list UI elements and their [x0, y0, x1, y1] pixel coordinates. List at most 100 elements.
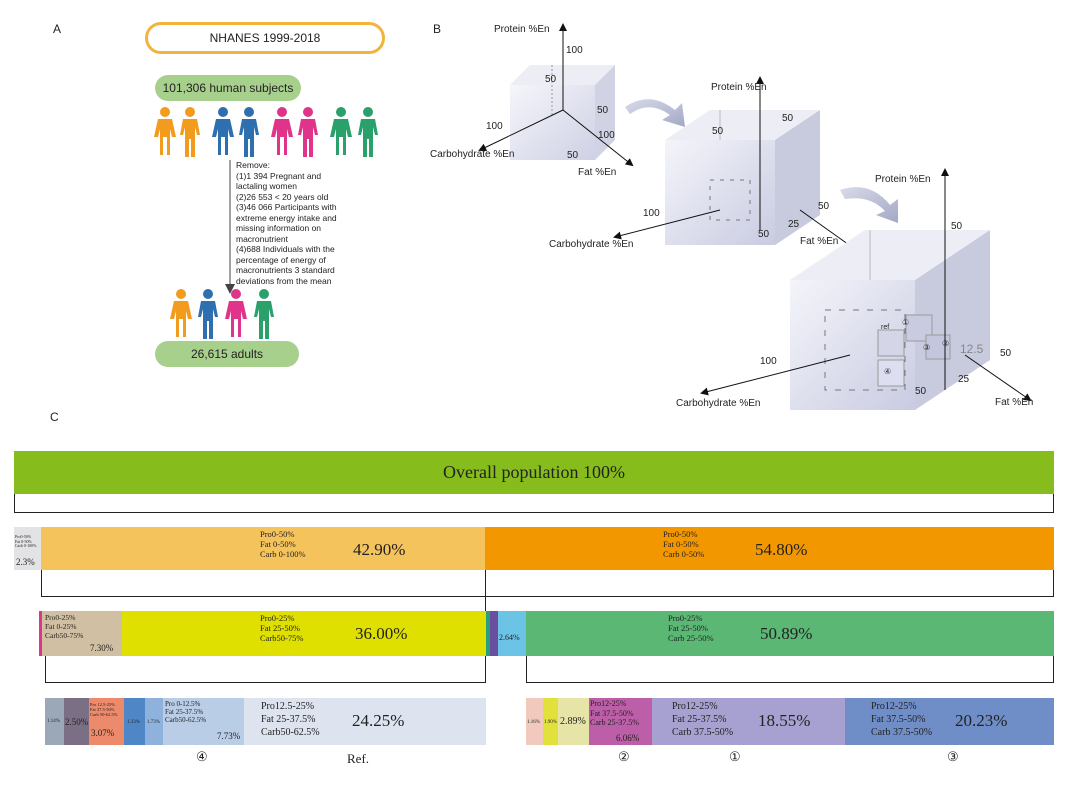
group-4-label: ④ — [196, 749, 208, 764]
cube-diagram — [478, 23, 1032, 410]
row3-seg-g — [526, 698, 543, 745]
connector-line — [14, 494, 15, 512]
exclusion-line: extreme energy intake and — [236, 212, 337, 223]
fat-axis-label: Fat %En — [578, 167, 617, 178]
row3-seg-a-pct: 1.14% — [47, 719, 60, 724]
row2-sliver-b — [490, 611, 498, 656]
row3-seg-f — [163, 698, 244, 745]
row3-seg-k-text: Pro12-25%Fat 25-37.5%Carb 37.5-50% — [672, 701, 734, 738]
large-cube — [790, 230, 990, 410]
person-icon — [180, 107, 200, 157]
cell-label-1: ① — [902, 318, 910, 327]
person-icon — [154, 107, 176, 155]
connector-line — [41, 596, 1054, 597]
row2-leftsmall-text: Pro0-25%Fat 0-25%Carb50-75% — [45, 613, 84, 640]
connector-line — [526, 682, 1054, 683]
row2-right-text: Pro0-25%Fat 25-50%Carb 25-50% — [668, 613, 714, 643]
row3-seg-h-pct: 1.90% — [544, 720, 557, 725]
row1-right-segment — [485, 527, 1054, 570]
medium-cube — [665, 110, 820, 245]
connector-line — [41, 570, 42, 596]
row3-seg-i-pct: 2.89% — [560, 716, 586, 727]
exclusion-line: (4)688 Individuals with the — [236, 244, 335, 254]
row3-seg-c — [89, 698, 124, 745]
connector-line — [1053, 570, 1054, 596]
row3-seg-d-pct: 1.33% — [127, 720, 140, 725]
row3-seg-j-pct: 6.06% — [616, 733, 640, 743]
fat-axis-label: Fat %En — [800, 236, 839, 247]
tick-label: 50 — [712, 126, 724, 137]
row3-seg-k — [652, 698, 845, 745]
row3-seg-l-pct: 20.23% — [955, 711, 1008, 730]
panel-c-letter: C — [50, 410, 59, 424]
exclusion-line: missing information on — [236, 223, 322, 233]
row3-seg-l-text: Pro12-25%Fat 37.5-50%Carb 37.5-50% — [871, 701, 933, 738]
connector-line — [1053, 656, 1054, 682]
flow-arrow — [225, 160, 235, 294]
row3-seg-f-pct: 7.73% — [217, 731, 241, 741]
row3-seg-b — [64, 698, 89, 745]
row2-left-text: Pro0-25%Fat 25-50%Carb50-75% — [260, 613, 304, 643]
row3-seg-a — [45, 698, 64, 745]
tick-label: 50 — [758, 229, 770, 240]
protein-axis-label: Protein %En — [494, 24, 550, 35]
transition-arrow — [840, 187, 898, 223]
person-icon — [212, 107, 234, 155]
exclusion-line: Remove: — [236, 160, 271, 170]
row3-seg-g-pct: 1.16% — [527, 720, 540, 725]
protein-axis-label: Protein %En — [711, 82, 767, 93]
subjects-box: 101,306 human subjects — [155, 75, 301, 101]
row3-seg-l — [845, 698, 1054, 745]
group-3-label: ③ — [947, 749, 959, 764]
row1-tiny-text: Pro0-50%Fat 0-50%Carb 0-100% — [15, 534, 37, 548]
row1-left-segment — [41, 527, 485, 570]
row2-leftsmall-pct: 7.30% — [90, 643, 114, 653]
row3-seg-e — [145, 698, 163, 745]
tick-label: 50 — [567, 150, 579, 161]
row2-sliver-a — [486, 611, 490, 656]
tick-label: 50 — [951, 221, 963, 232]
row3-seg-f-text: Pro 0-12.5%Fat 25-37.5%Carb50-62.5% — [165, 700, 207, 724]
connector-line — [45, 682, 486, 683]
tick-label: 50 — [818, 201, 830, 212]
row2-left-pct: 36.00% — [355, 624, 408, 643]
exclusion-line: percentage of energy of — [236, 254, 326, 265]
row3-seg-j — [589, 698, 652, 745]
row3-seg-b-pct: 2.50% — [65, 717, 89, 727]
connector-line — [45, 656, 46, 682]
row3-seg-d — [124, 698, 145, 745]
people-icons-row-1 — [154, 107, 378, 157]
person-icon — [298, 107, 318, 157]
row2-right-pct: 50.89% — [760, 624, 813, 643]
connector-line — [485, 656, 486, 682]
tick-label: 100 — [760, 356, 777, 367]
tick-label: 50 — [597, 105, 609, 116]
protein-axis-label: Protein %En — [875, 174, 931, 185]
row3-seg-j-text: Pro12-25%Fat 37.5-50%Carb 25-37.5% — [590, 699, 639, 727]
row3-ref-text: Pro12.5-25%Fat 25-37.5%Carb50-62.5% — [261, 701, 320, 738]
connector-line — [526, 656, 527, 682]
group-2-label: ② — [618, 749, 630, 764]
person-icon — [330, 107, 352, 155]
exclusion-line: (3)46 066 Participants with — [236, 202, 337, 212]
exclusion-list: Remove: (1)1 394 Pregnant and lactaling … — [236, 160, 376, 286]
carbohydrate-axis-label: Carbohydrate %En — [549, 239, 634, 250]
row3-ref-pct: 24.25% — [352, 711, 405, 730]
exclusion-line: (2)26 553 < 20 years old — [236, 191, 329, 202]
ref-cell-label: ref — [881, 324, 890, 331]
carbohydrate-axis-label: Carbohydrate %En — [676, 398, 761, 409]
person-icon — [170, 289, 192, 337]
person-icon — [198, 289, 218, 339]
person-icon — [358, 107, 378, 157]
tick-label: 25 — [958, 374, 970, 385]
exclusion-line: macronutrients 3 standard — [236, 265, 335, 275]
row1-right-pct: 54.80% — [755, 540, 808, 559]
fat-axis-label: Fat %En — [995, 397, 1034, 408]
connector-line — [14, 512, 1054, 513]
cell-label-2: ② — [942, 339, 950, 348]
row1-left-pct: 42.90% — [353, 540, 406, 559]
row2-leftsmall-segment — [42, 611, 122, 656]
exclusion-line: macronutrient — [236, 233, 288, 244]
row2-mid-pct: 2.64% — [499, 633, 520, 642]
people-icons-row-2 — [170, 289, 274, 339]
